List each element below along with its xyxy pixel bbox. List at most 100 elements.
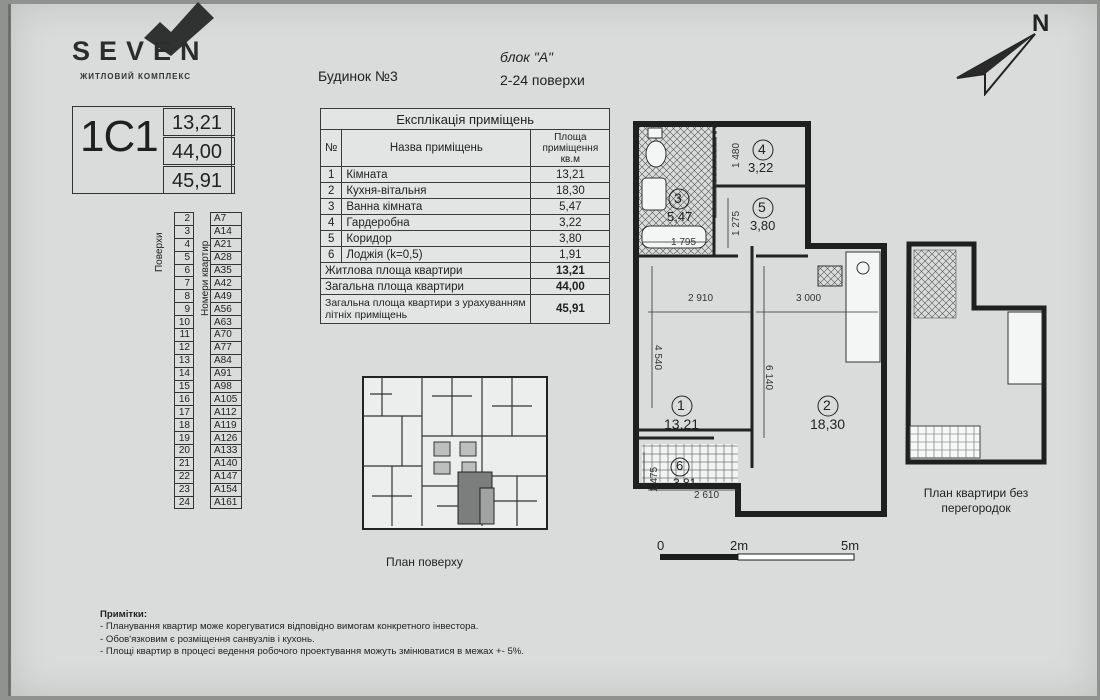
table-row: 4 Гардеробна 3,22 [319,214,611,231]
floor-index-gap [193,289,211,303]
floor-index-gap [193,225,211,239]
room-3-number: 3 [674,190,682,206]
apartment-code: 1С1 [80,112,159,161]
floor-number: 17 [174,405,194,420]
floor-number: 14 [174,366,194,381]
floor-index-gap [150,264,175,277]
apartment-number: А91 [210,366,242,381]
room-5-number: 5 [758,199,766,215]
apartment-number: А28 [210,250,242,265]
total-row: Житлова площа квартири 13,21 [319,262,611,279]
floor-index-gap [193,264,211,277]
floor-number: 24 [174,495,194,510]
logo-subtitle: ЖИТЛОВИЙ КОМПЛЕКС [80,72,192,81]
apartment-number: А42 [210,276,242,291]
room-area: 1,91 [530,246,611,263]
total-area-summer-value: 45,91 [163,166,235,194]
floor-index-gap [193,354,211,368]
apartment-number: А56 [210,302,242,317]
col-name-header: Назва приміщень [341,129,532,167]
apartment-number: А147 [210,469,242,484]
logo-name: SEVEN [72,36,209,66]
floor-index-gap [150,431,175,445]
building-floor-plan [362,376,548,530]
total-label: Загальна площа квартири [319,278,532,295]
total-area-value: 44,00 [163,137,235,165]
floor-index-gap [193,341,211,355]
apartment-number: А7 [210,212,242,226]
room-name: Коридор [341,230,532,247]
floor-index-gap [193,315,211,329]
floor-index-gap [193,367,211,381]
floor-index-gap [193,380,211,393]
floor-plan-caption: План поверху [386,555,463,569]
apartment-number: А105 [210,392,242,407]
floor-index-gap [193,431,211,445]
room-name: Кімната [341,166,532,183]
floor-index-gap [150,444,175,458]
apartment-number: А35 [210,263,242,278]
floor-index-gap [193,483,211,497]
floor-number: 4 [174,237,194,252]
floor-number: 18 [174,418,194,433]
room-marker-4-icon [752,139,774,161]
floor-number: 9 [174,302,194,317]
floor-index-gap [150,315,175,329]
floor-number: 10 [174,315,194,330]
floor-index-gap [193,418,211,432]
dim-label: 2 910 [688,293,714,304]
room-num: 1 [319,166,343,183]
room-name: Кухня-вітальня [341,182,532,199]
dim-label: 4 540 [652,344,664,371]
room-num: 5 [319,230,343,247]
floor-index-gap [150,341,175,355]
floor-index-gap [193,251,211,265]
compass-arrow-icon [956,33,1036,96]
floor-index-gap [193,392,211,406]
dim-label: 2 610 [694,490,720,501]
note-item: - Площі квартир в процесі ведення робочо… [100,646,524,658]
room-marker-2-icon [817,395,839,417]
floor-number: 6 [174,263,194,278]
room-3-area: 5,47 [667,209,693,224]
room-num: 4 [319,214,343,231]
apartment-number: А77 [210,340,242,355]
floor-index-gap [193,328,211,342]
floor-index-gap [150,276,175,290]
col-area-header: Площа приміщення кв.м [530,129,611,167]
room-num: 2 [319,182,343,199]
room-6-number: 6 [676,458,684,473]
floor-index-gap [193,212,211,226]
floor-index-gap [193,496,211,509]
floor-index-gap [150,470,175,484]
room-num: 6 [319,246,343,263]
room-area: 3,22 [530,214,611,231]
floor-number: 22 [174,469,194,484]
floor-number: 23 [174,482,194,497]
floor-index-row: 22 А147 [150,469,242,484]
apartment-code-box [72,106,232,194]
dim-label: 3 000 [796,293,822,304]
notes-title: Примітки: [100,609,148,620]
apartment-number: А140 [210,456,242,471]
room-num: 3 [319,198,343,215]
floor-index-gap [150,367,175,381]
room-name: Гардеробна [341,214,532,231]
floor-index-gap [193,238,211,252]
room-name: Ванна кімната [341,198,532,215]
apartment-number: А133 [210,444,242,458]
floor-index-gap [150,289,175,303]
floor-index-gap [150,496,175,509]
floor-index-gap [150,354,175,368]
floor-number: 16 [174,392,194,407]
note-item: - Планування квартир може корегуватися в… [100,621,479,633]
